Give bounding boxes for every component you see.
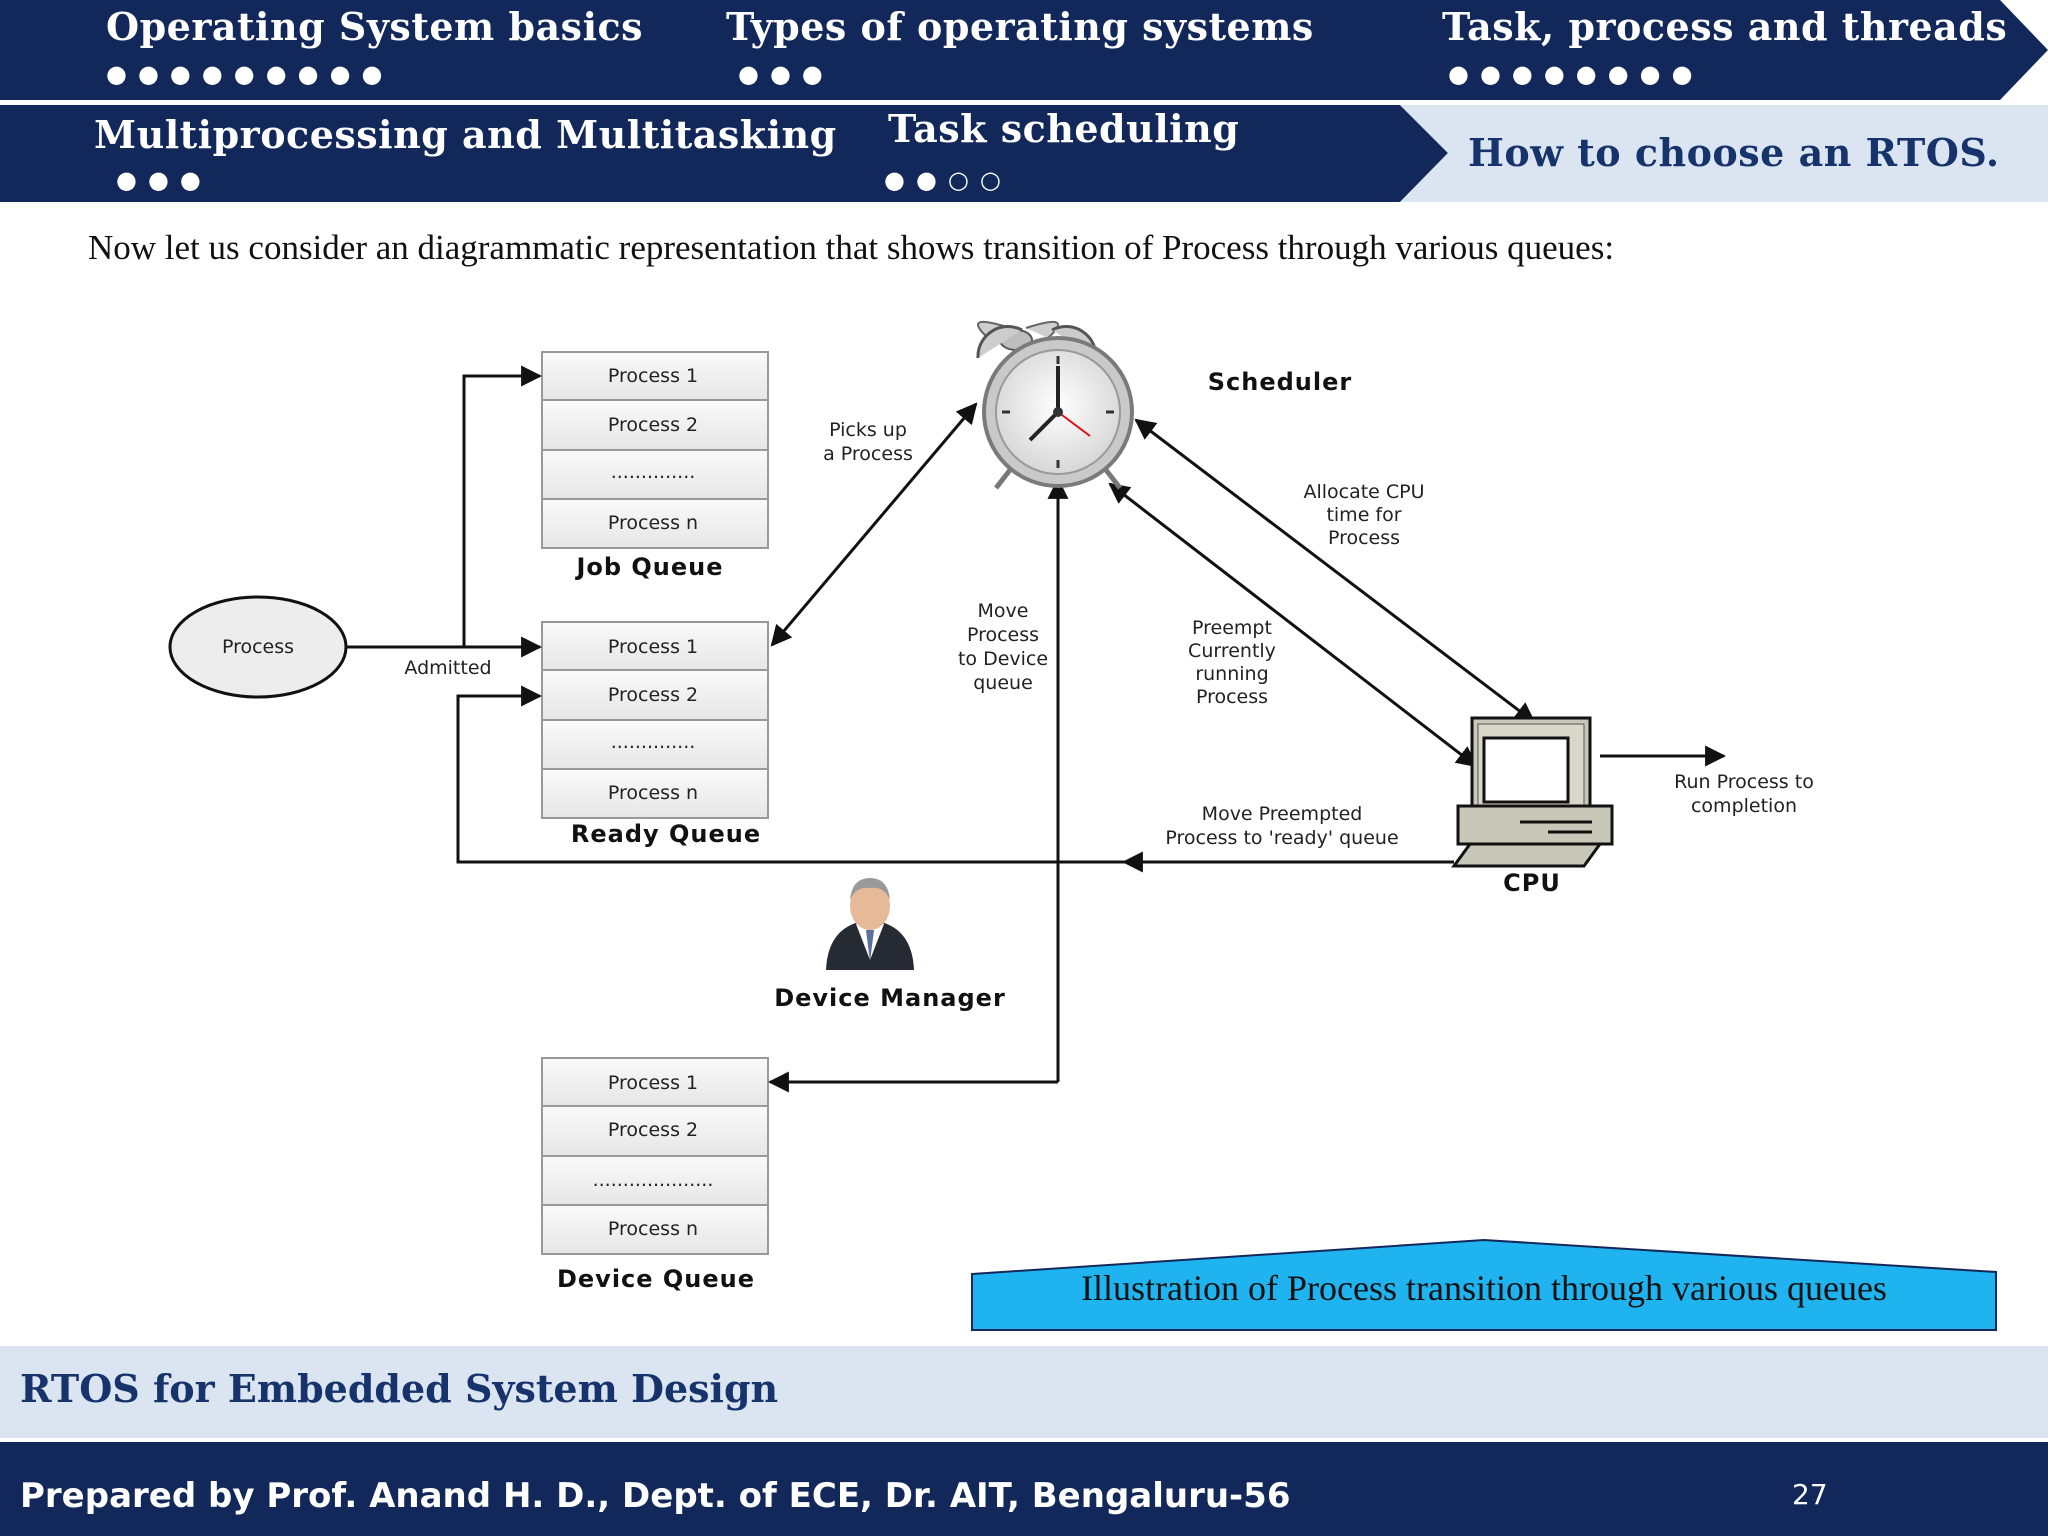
nav-progress-dots: ●●●●●●●●● bbox=[106, 60, 394, 88]
picks-up-label: a Process bbox=[823, 443, 913, 465]
caption-text: Illustration of Process transition throu… bbox=[1081, 1268, 1887, 1308]
preempt-arrow bbox=[1108, 482, 1478, 768]
job-queue-title: Job Queue bbox=[574, 553, 723, 581]
nav-tab-task-process-threads[interactable]: Task, process and threads bbox=[1442, 4, 2008, 49]
move-preempted-label: Process to 'ready' queue bbox=[1165, 827, 1398, 849]
device-queue-title: Device Queue bbox=[557, 1265, 755, 1293]
allocate-cpu-label: Allocate CPU bbox=[1303, 481, 1424, 503]
queue-item: Process 2 bbox=[608, 414, 698, 436]
nav-row2-active-bar bbox=[1400, 105, 2048, 202]
alarm-clock-icon bbox=[976, 321, 1134, 490]
queue-item: Process 1 bbox=[608, 365, 698, 387]
picks-up-arrow bbox=[770, 402, 978, 647]
preempt-label: Process bbox=[1196, 686, 1268, 708]
section-navigation bbox=[0, 0, 2048, 202]
intro-text: Now let us consider an diagrammatic repr… bbox=[88, 228, 1615, 267]
preempt-label: Currently bbox=[1188, 640, 1276, 662]
queue-item: Process n bbox=[608, 1218, 698, 1240]
nav-tab-os-basics[interactable]: Operating System basics bbox=[106, 4, 644, 49]
page-number: 27 bbox=[1792, 1478, 1828, 1511]
queue-item: Process 1 bbox=[608, 636, 698, 658]
prepared-by-text: Prepared by Prof. Anand H. D., Dept. of … bbox=[20, 1476, 1291, 1516]
queue-item: Process n bbox=[608, 512, 698, 534]
nav-progress-dots: ●●○○ bbox=[884, 166, 1012, 194]
preempt-label: running bbox=[1195, 663, 1268, 685]
move-to-device-label: to Device bbox=[958, 648, 1048, 670]
nav-tab-multiprocessing[interactable]: Multiprocessing and Multitasking bbox=[94, 112, 837, 157]
queue-item: Process 2 bbox=[608, 1119, 698, 1141]
move-preempted-label: Move Preempted bbox=[1202, 803, 1363, 825]
queue-item: .............. bbox=[611, 731, 696, 753]
queue-item: Process 2 bbox=[608, 684, 698, 706]
queue-item: .............. bbox=[611, 461, 696, 483]
ready-queue-title: Ready Queue bbox=[571, 820, 761, 848]
nav-row1-bar bbox=[0, 0, 2048, 100]
device-manager-label: Device Manager bbox=[774, 984, 1006, 1012]
admission-arrows bbox=[346, 365, 1454, 1093]
move-to-device-label: queue bbox=[973, 672, 1033, 694]
course-title: RTOS for Embedded System Design bbox=[20, 1366, 779, 1411]
run-completion-label: Run Process to bbox=[1674, 771, 1814, 793]
job-queue: Process 1 Process 2 .............. Proce… bbox=[541, 351, 769, 581]
nav-progress-dots: ●●● bbox=[116, 166, 212, 194]
nav-tab-types-of-os[interactable]: Types of operating systems bbox=[726, 4, 1314, 49]
queue-item: .................... bbox=[593, 1169, 714, 1191]
preempt-label: Preempt bbox=[1192, 617, 1272, 639]
allocate-cpu-label: Process bbox=[1328, 527, 1400, 549]
queue-item: Process n bbox=[608, 782, 698, 804]
ready-queue: Process 1 Process 2 .............. Proce… bbox=[541, 621, 769, 848]
picks-up-label: Picks up bbox=[829, 419, 907, 441]
computer-icon bbox=[1451, 716, 1614, 868]
nav-row2-bar bbox=[0, 105, 1448, 202]
footer-course-band bbox=[0, 1346, 2048, 1438]
run-completion-label: completion bbox=[1691, 795, 1797, 817]
admitted-label: Admitted bbox=[404, 657, 491, 679]
move-to-device-label: Move bbox=[978, 600, 1029, 622]
nav-tab-choose-rtos[interactable]: How to choose an RTOS. bbox=[1468, 130, 2000, 175]
caption-banner bbox=[971, 1238, 1997, 1331]
scheduler-label: Scheduler bbox=[1208, 368, 1352, 396]
cpu-label: CPU bbox=[1503, 869, 1561, 897]
process-node-label: Process bbox=[222, 636, 294, 658]
allocate-cpu-label: time for bbox=[1326, 504, 1401, 526]
queue-item: Process 1 bbox=[608, 1072, 698, 1094]
process-queue-diagram: Process Admitted Process 1 Process 2 ...… bbox=[168, 321, 1997, 1331]
move-to-device-label: Process bbox=[967, 624, 1039, 646]
nav-progress-dots: ●●●●●●●● bbox=[1448, 60, 1704, 88]
nav-tab-task-scheduling[interactable]: Task scheduling bbox=[888, 106, 1240, 151]
device-queue: Process 1 Process 2 ....................… bbox=[541, 1057, 769, 1293]
nav-progress-dots: ●●● bbox=[738, 60, 834, 88]
device-manager-person-icon bbox=[826, 878, 914, 970]
footer-author-band bbox=[0, 1442, 2048, 1536]
